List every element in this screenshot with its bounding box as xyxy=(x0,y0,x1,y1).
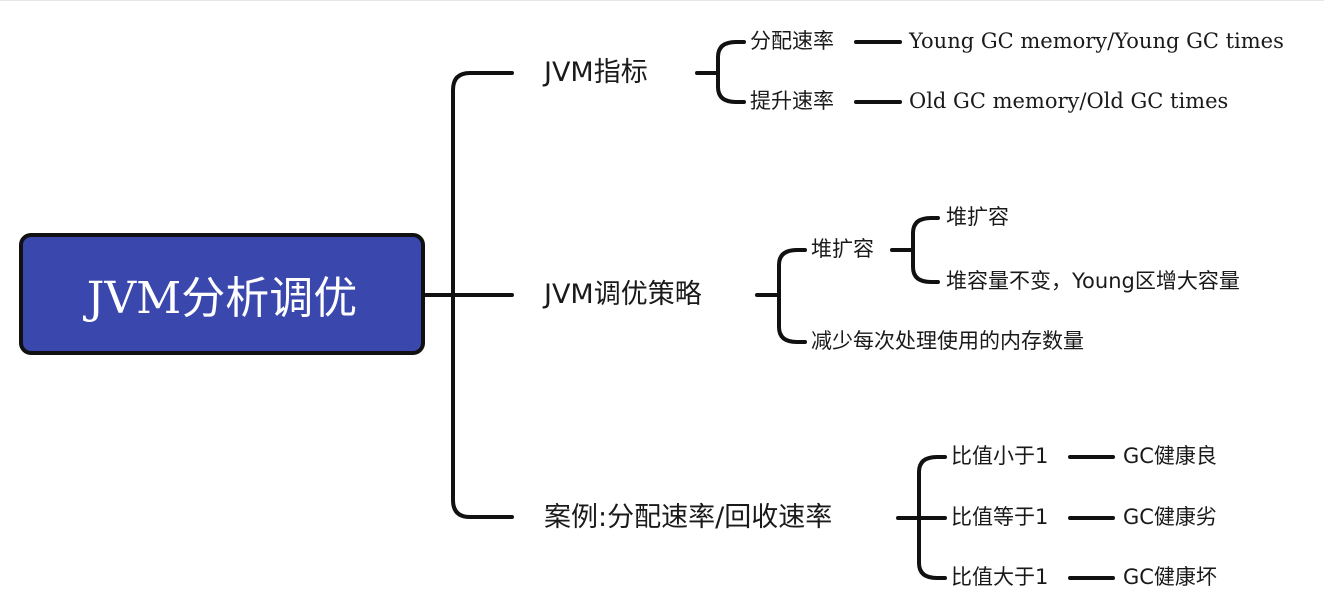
branch-jvm-metrics[interactable]: JVM指标 xyxy=(544,57,648,88)
node-promotion-rate[interactable]: 提升速率 xyxy=(750,89,834,113)
node-ratio-greater-than-1[interactable]: 比值大于1 xyxy=(951,565,1049,589)
leaf-gc-health-poor[interactable]: GC健康劣 xyxy=(1123,505,1217,529)
node-ratio-equal-1[interactable]: 比值等于1 xyxy=(951,505,1049,529)
root-node[interactable]: JVM分析调优 xyxy=(19,233,425,355)
branch-jvm-tuning-strategy[interactable]: JVM调优策略 xyxy=(544,279,702,310)
leaf-old-gc-formula[interactable]: Old GC memory/Old GC times xyxy=(909,89,1229,113)
leaf-heap-expansion[interactable]: 堆扩容 xyxy=(946,205,1009,229)
branch-case-study[interactable]: 案例:分配速率/回收速率 xyxy=(544,502,833,533)
leaf-gc-health-good[interactable]: GC健康良 xyxy=(1123,444,1217,468)
leaf-young-area-increase[interactable]: 堆容量不变，Young区增大容量 xyxy=(946,269,1240,293)
node-heap-expansion[interactable]: 堆扩容 xyxy=(811,237,874,261)
node-reduce-memory-per-process[interactable]: 减少每次处理使用的内存数量 xyxy=(811,329,1084,353)
b2-bracket xyxy=(777,248,799,344)
node-allocation-rate[interactable]: 分配速率 xyxy=(750,29,834,53)
leaf-young-gc-formula[interactable]: Young GC memory/Young GC times xyxy=(909,29,1284,53)
b2-sub-bracket xyxy=(911,216,933,284)
node-ratio-less-than-1[interactable]: 比值小于1 xyxy=(951,444,1049,468)
b1-bracket xyxy=(716,40,738,104)
leaf-gc-health-bad[interactable]: GC健康坏 xyxy=(1123,565,1217,589)
root-label: JVM分析调优 xyxy=(86,273,358,324)
